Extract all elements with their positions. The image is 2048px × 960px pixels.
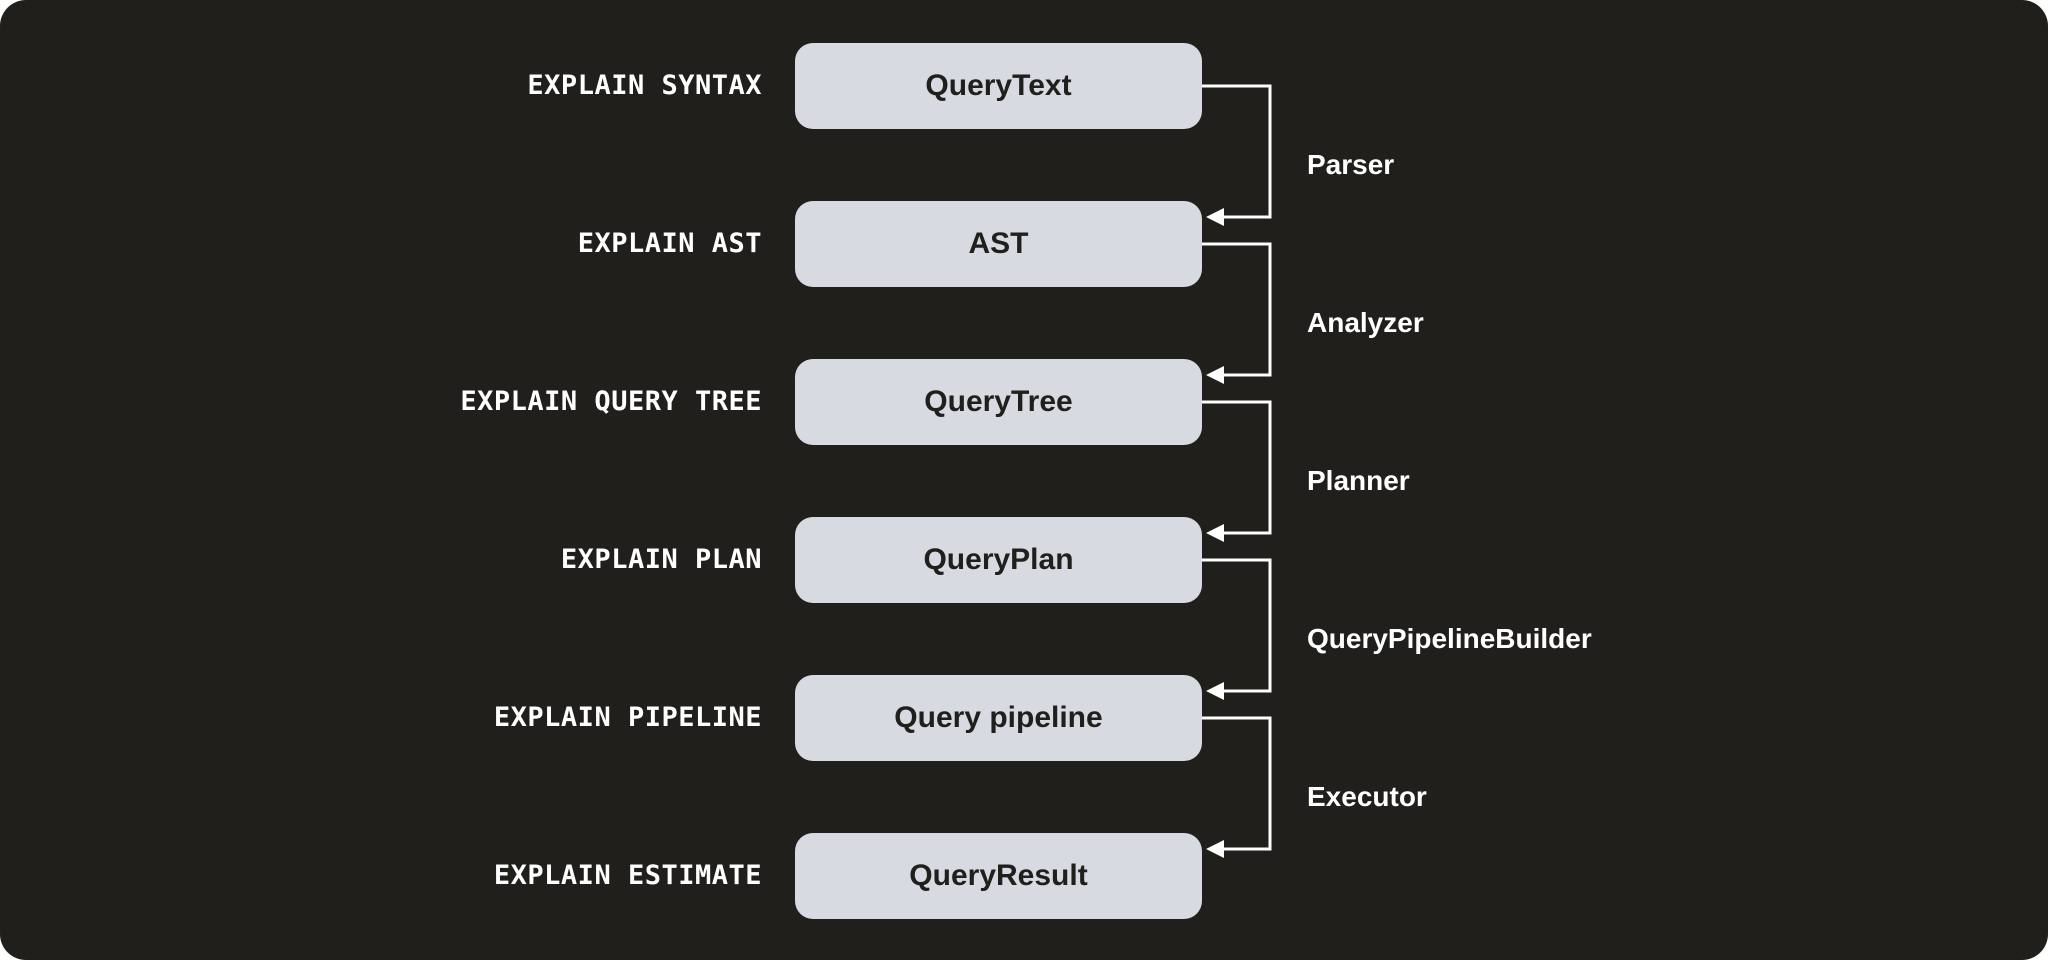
node-label: QueryText bbox=[925, 69, 1072, 102]
node-label: Query pipeline bbox=[894, 701, 1103, 734]
arrowhead-icon bbox=[1206, 524, 1224, 542]
stage-label-parser: Parser bbox=[1307, 149, 1395, 180]
node-box-querytree: QueryTree bbox=[795, 359, 1202, 445]
node-box-queryresult: QueryResult bbox=[795, 833, 1202, 919]
connector-planner bbox=[1202, 400, 1272, 542]
node-label: QueryTree bbox=[924, 385, 1073, 418]
connector-querypipelinebuilder bbox=[1202, 558, 1272, 700]
arrowhead-icon bbox=[1206, 682, 1224, 700]
arrowhead-icon bbox=[1206, 840, 1224, 858]
explain-command-estimate: EXPLAIN ESTIMATE bbox=[493, 860, 762, 891]
stage-label-analyzer: Analyzer bbox=[1307, 307, 1424, 338]
node-label: QueryPlan bbox=[923, 543, 1074, 576]
node-label: QueryResult bbox=[909, 859, 1088, 892]
explain-command-plan: EXPLAIN PLAN bbox=[560, 544, 762, 575]
node-box-queryplan: QueryPlan bbox=[795, 517, 1202, 603]
connector-parser bbox=[1202, 84, 1272, 226]
explain-command-ast: EXPLAIN AST bbox=[577, 228, 762, 259]
arrowhead-icon bbox=[1206, 208, 1224, 226]
stage-label-executor: Executor bbox=[1307, 781, 1427, 812]
arrowhead-icon bbox=[1206, 366, 1224, 384]
explain-command-pipeline: EXPLAIN PIPELINE bbox=[493, 702, 762, 733]
node-label: AST bbox=[968, 227, 1029, 260]
explain-command-syntax: EXPLAIN SYNTAX bbox=[527, 70, 762, 101]
node-box-query-pipeline: Query pipeline bbox=[795, 675, 1202, 761]
stage-label-planner: Planner bbox=[1307, 465, 1410, 496]
explain-command-query-tree: EXPLAIN QUERY TREE bbox=[460, 386, 762, 417]
node-box-ast: AST bbox=[795, 201, 1202, 287]
connector-analyzer bbox=[1202, 242, 1272, 384]
stage-label-querypipelinebuilder: QueryPipelineBuilder bbox=[1307, 623, 1592, 654]
connector-executor bbox=[1202, 716, 1272, 858]
node-box-querytext: QueryText bbox=[795, 43, 1202, 129]
